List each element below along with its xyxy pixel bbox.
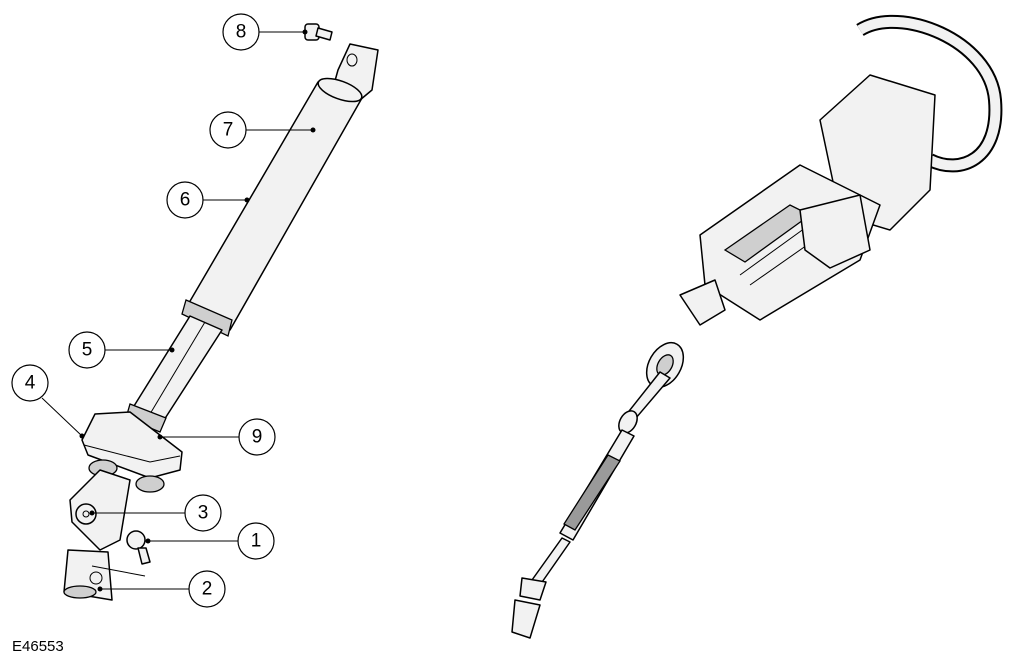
callout-3: 3 bbox=[184, 494, 222, 532]
callout-leaders bbox=[41, 31, 313, 590]
lower-bearing bbox=[679, 279, 726, 326]
outer-tube bbox=[185, 81, 363, 331]
svg-text:9: 9 bbox=[252, 427, 263, 448]
svg-text:1: 1 bbox=[251, 531, 262, 552]
callout-1: 1 bbox=[237, 522, 275, 560]
callout-dots bbox=[79, 29, 316, 592]
svg-text:2: 2 bbox=[202, 579, 213, 600]
svg-text:8: 8 bbox=[236, 22, 247, 43]
exploded-shaft-assembly bbox=[63, 23, 379, 601]
lower-shaft bbox=[531, 537, 571, 586]
universal-joint bbox=[69, 469, 131, 551]
clamp-bolt bbox=[126, 530, 151, 565]
callout-5: 5 bbox=[68, 331, 106, 369]
callout-2: 2 bbox=[188, 570, 226, 608]
callout-4: 4 bbox=[11, 364, 49, 402]
figure-reference: E46553 bbox=[12, 638, 64, 655]
callout-9: 9 bbox=[238, 418, 276, 456]
svg-text:3: 3 bbox=[198, 503, 209, 524]
top-bolt bbox=[304, 23, 333, 41]
svg-text:6: 6 bbox=[180, 190, 191, 211]
svg-text:7: 7 bbox=[223, 120, 234, 141]
svg-text:4: 4 bbox=[25, 373, 36, 394]
callout-7: 7 bbox=[209, 111, 247, 149]
tilt-bracket bbox=[799, 194, 871, 269]
svg-text:5: 5 bbox=[82, 340, 93, 361]
callout-8: 8 bbox=[222, 13, 260, 51]
tube-collar bbox=[181, 299, 233, 337]
lower-universal-joint bbox=[519, 577, 547, 601]
assembled-steering-column bbox=[511, 14, 1003, 639]
joint-pin bbox=[75, 503, 97, 525]
callout-6: 6 bbox=[166, 181, 204, 219]
